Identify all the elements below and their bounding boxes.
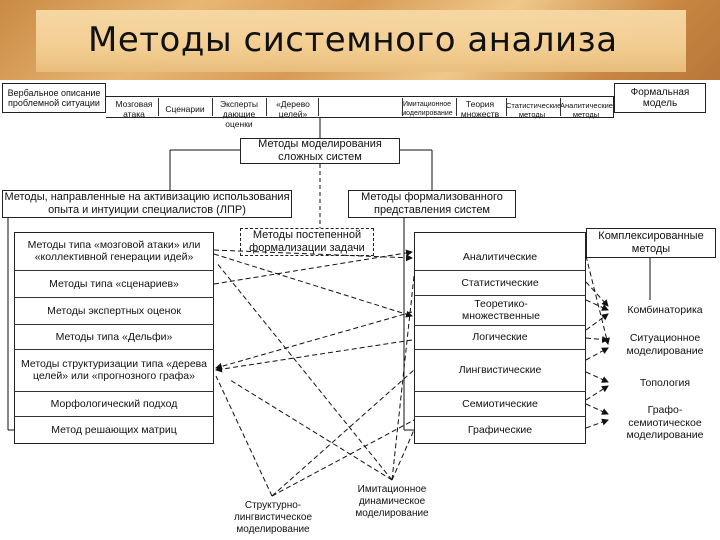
complex-item-graph-semiotic: Графо-семиотическое моделирование bbox=[626, 404, 704, 441]
scale-item-set-theory: Теория множеств bbox=[460, 99, 500, 119]
formal-model-box: Формальная модель bbox=[614, 83, 706, 113]
right-item-logical: Логические bbox=[472, 330, 528, 343]
complex-modeling-box: Методы моделирования сложных систем bbox=[240, 138, 400, 164]
right-item-analytical: Аналитические bbox=[462, 250, 538, 263]
scale-divider bbox=[506, 98, 507, 116]
page-title: Методы системного анализа bbox=[88, 20, 618, 60]
row-divider bbox=[414, 325, 586, 326]
row-divider bbox=[414, 349, 586, 350]
scale-divider bbox=[402, 98, 403, 116]
imitation-dynamic-label: Имитационное динамическое моделирование bbox=[355, 484, 429, 519]
scale-divider bbox=[158, 98, 159, 116]
right-item-statistical: Статистические bbox=[461, 276, 539, 289]
scale-bar bbox=[106, 96, 614, 118]
formal-methods-list bbox=[414, 232, 586, 444]
complex-methods-header: Комплексированные методы bbox=[586, 228, 716, 258]
complex-item-topology: Топология bbox=[639, 377, 691, 389]
intuition-methods-list bbox=[14, 232, 214, 444]
row-divider bbox=[14, 297, 214, 298]
scale-divider bbox=[266, 98, 267, 116]
structural-linguistic-label: Структурно-лингвистическое моделирование bbox=[233, 500, 313, 535]
complex-item-combinatorics: Комбинаторика bbox=[627, 304, 703, 316]
scale-divider bbox=[318, 98, 319, 116]
row-divider bbox=[414, 416, 586, 417]
title-banner: Методы системного анализа bbox=[0, 0, 720, 80]
row-divider bbox=[14, 416, 214, 417]
scale-divider bbox=[212, 98, 213, 116]
left-item-delphi: Методы типа «Дельфи» bbox=[55, 330, 173, 343]
right-item-linguistic: Лингвистические bbox=[458, 363, 542, 376]
intuition-methods-header: Методы, направленные на активизацию испо… bbox=[2, 190, 292, 218]
left-item-scenarios: Методы типа «сценариев» bbox=[49, 277, 179, 290]
scale-item-experts: Эксперты дающие оценки bbox=[219, 99, 259, 129]
verbal-description-box: Вербальное описание проблемной ситуации bbox=[2, 83, 106, 113]
scale-item-analytical: Аналитические методы bbox=[560, 101, 613, 119]
row-divider bbox=[414, 270, 586, 271]
scale-divider bbox=[456, 98, 457, 116]
right-item-graphical: Графические bbox=[467, 423, 533, 436]
title-panel bbox=[36, 10, 686, 72]
left-item-goal-tree: Методы структуризации типа «дерева целей… bbox=[21, 357, 207, 383]
row-divider bbox=[14, 349, 214, 350]
left-item-expert-estimates: Методы экспертных оценок bbox=[47, 304, 181, 317]
right-item-semiotic: Семиотические bbox=[462, 397, 538, 410]
complex-item-situational: Ситуационное моделирование bbox=[626, 332, 704, 357]
right-item-set-theoretic: Теоретико-множественные bbox=[462, 297, 540, 323]
row-divider bbox=[414, 295, 586, 296]
scale-item-brainstorm: Мозговая атака bbox=[115, 99, 153, 119]
scale-item-imitation: Имитационное моделирование bbox=[401, 101, 453, 117]
formal-methods-header: Методы формализованного представления си… bbox=[348, 190, 516, 218]
row-divider bbox=[14, 391, 214, 392]
scale-item-scenarios: Сценарии bbox=[165, 104, 205, 114]
row-divider bbox=[14, 324, 214, 325]
scale-item-goal-tree: «Дерево целей» bbox=[276, 99, 310, 119]
scale-divider bbox=[560, 98, 561, 116]
left-item-morphological: Морфологический подход bbox=[50, 397, 178, 410]
row-divider bbox=[414, 391, 586, 392]
row-divider bbox=[14, 270, 214, 271]
sequential-formalization-box: Методы постепенной формализации задачи bbox=[240, 228, 374, 256]
left-item-brainstorm: Методы типа «мозговой атаки» или «коллек… bbox=[27, 238, 201, 264]
scale-item-statistical: Статистические методы bbox=[506, 101, 562, 119]
left-item-decision-matrix: Метод решающих матриц bbox=[51, 423, 177, 436]
